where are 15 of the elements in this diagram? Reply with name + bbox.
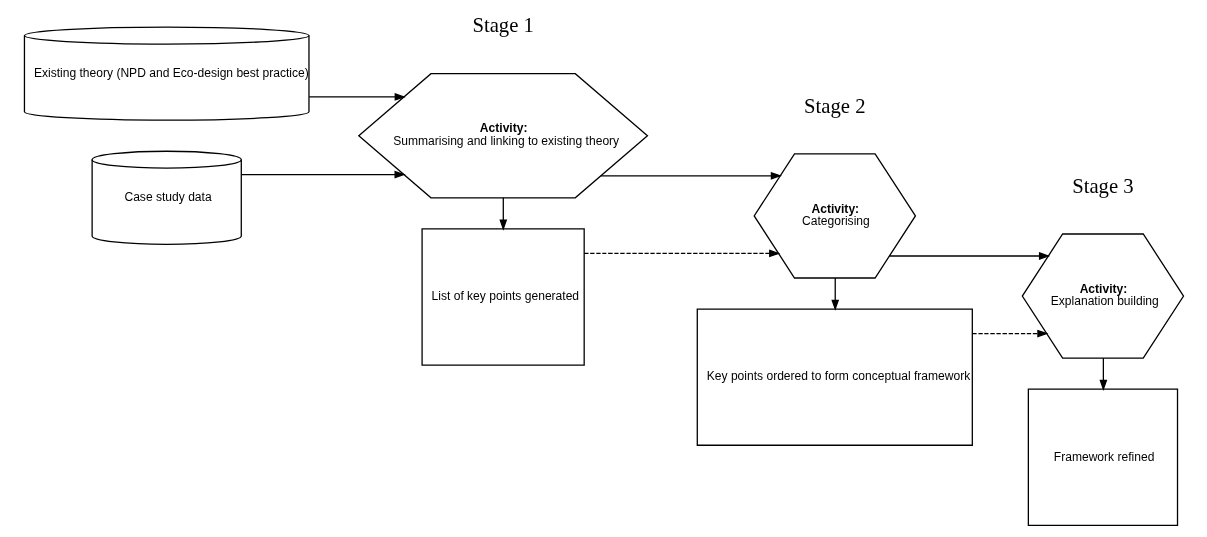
- arrow: [971, 329, 1048, 338]
- arrow: [1098, 357, 1107, 392]
- arrow: [830, 277, 839, 311]
- node-label: Stage 1: [471, 14, 534, 37]
- node-label: Stage 2: [803, 94, 866, 117]
- arrow: [888, 252, 1050, 260]
- arrow: [599, 171, 782, 180]
- arrow: [308, 93, 406, 101]
- arrow: [583, 249, 780, 258]
- arrow: [498, 197, 507, 231]
- arrow: [240, 170, 406, 179]
- node-label: Stage 3: [1071, 174, 1134, 197]
- node-box: List of key points generated: [420, 228, 585, 366]
- node-box: Key points ordered to form conceptual framework: [696, 308, 973, 446]
- node-box: Framework refined: [1027, 388, 1178, 527]
